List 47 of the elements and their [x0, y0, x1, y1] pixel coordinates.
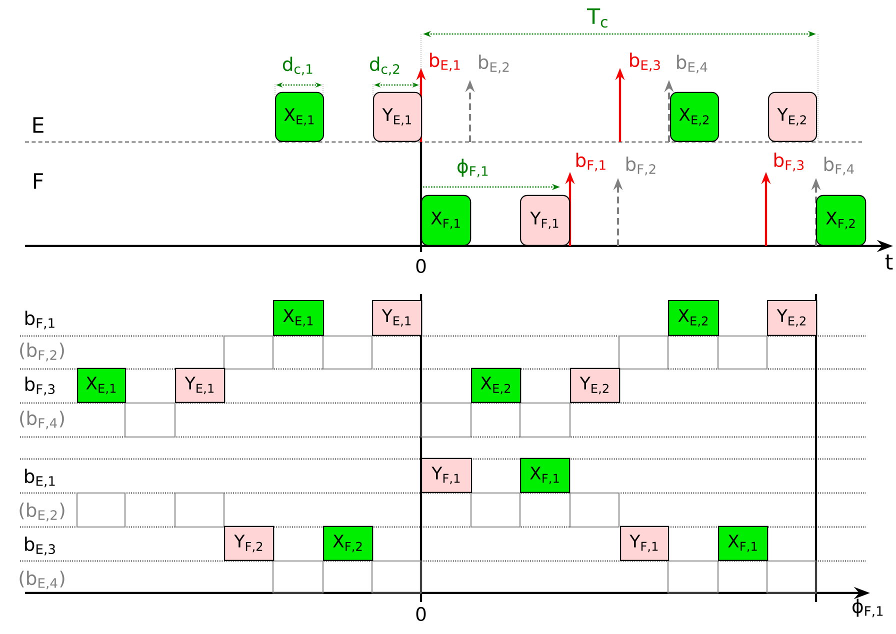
axis-label: t [885, 254, 893, 270]
slot-box: Y$_{F,2}$ [224, 526, 274, 561]
packet-box: Y$_{F,1}$ [520, 194, 570, 246]
row-label: F [34, 173, 43, 189]
pulse-label: b$_{E,3}$ [630, 52, 660, 72]
dimension-label: T$_{c}$ [587, 8, 608, 28]
packet-box: Y$_{E,2}$ [768, 92, 818, 142]
slot-box: X$_{E,1}$ [273, 300, 324, 336]
dimension-label: ϕ$_{F,1}$ [458, 158, 488, 178]
pulse-label: b$_{F,1}$ [576, 152, 606, 172]
packet-box: X$_{E,1}$ [275, 92, 324, 142]
slot-box: X$_{F,2}$ [323, 526, 374, 561]
axis-label: 0 [416, 258, 426, 274]
slot-box: X$_{E,2}$ [471, 368, 522, 403]
row-label: E [33, 117, 44, 133]
row-label: b$_{E,1}$ [25, 468, 55, 488]
slot-box: X$_{F,1}$ [718, 526, 768, 561]
packet-box: X$_{E,2}$ [670, 92, 720, 142]
packet-box: X$_{F,1}$ [421, 194, 472, 246]
slot-box: Y$_{F,1}$ [620, 526, 670, 561]
row-label: (b$_{E,4}$) [20, 570, 64, 590]
slot-box: Y$_{E,1}$ [175, 368, 226, 403]
slot-box: Y$_{E,2}$ [767, 300, 818, 336]
axis-label: 0 [416, 606, 426, 622]
row-label: (b$_{F,2}$) [20, 342, 64, 362]
row-label: b$_{F,3}$ [25, 376, 55, 396]
packet-box: Y$_{E,1}$ [373, 92, 422, 142]
pulse-label: b$_{F,4}$ [824, 156, 854, 176]
pulse-label: b$_{F,3}$ [774, 152, 804, 172]
slot-box: X$_{F,1}$ [520, 458, 570, 493]
row-label: (b$_{F,4}$) [20, 410, 64, 430]
pulse-label: b$_{E,2}$ [479, 54, 509, 74]
row-label: b$_{F,1}$ [25, 310, 54, 330]
pulse-label: b$_{E,4}$ [677, 54, 708, 74]
axis-label: ϕ$_{F,1}$ [852, 598, 883, 618]
slot-box: Y$_{E,1}$ [372, 300, 422, 336]
row-label: b$_{E,3}$ [25, 536, 55, 556]
row-label: (b$_{E,2}$) [20, 502, 64, 522]
slot-box: Y$_{F,1}$ [421, 458, 472, 493]
slot-box: Y$_{E,2}$ [570, 368, 620, 403]
dimension-label: d$_{c,2}$ [370, 56, 400, 76]
pulse-label: b$_{E,1}$ [430, 52, 460, 72]
dimension-label: d$_{c,1}$ [282, 56, 312, 76]
packet-box: X$_{F,2}$ [816, 194, 866, 246]
slot-box: X$_{E,1}$ [77, 368, 126, 403]
slot-box: X$_{E,2}$ [668, 300, 720, 336]
pulse-label: b$_{F,2}$ [626, 156, 656, 176]
